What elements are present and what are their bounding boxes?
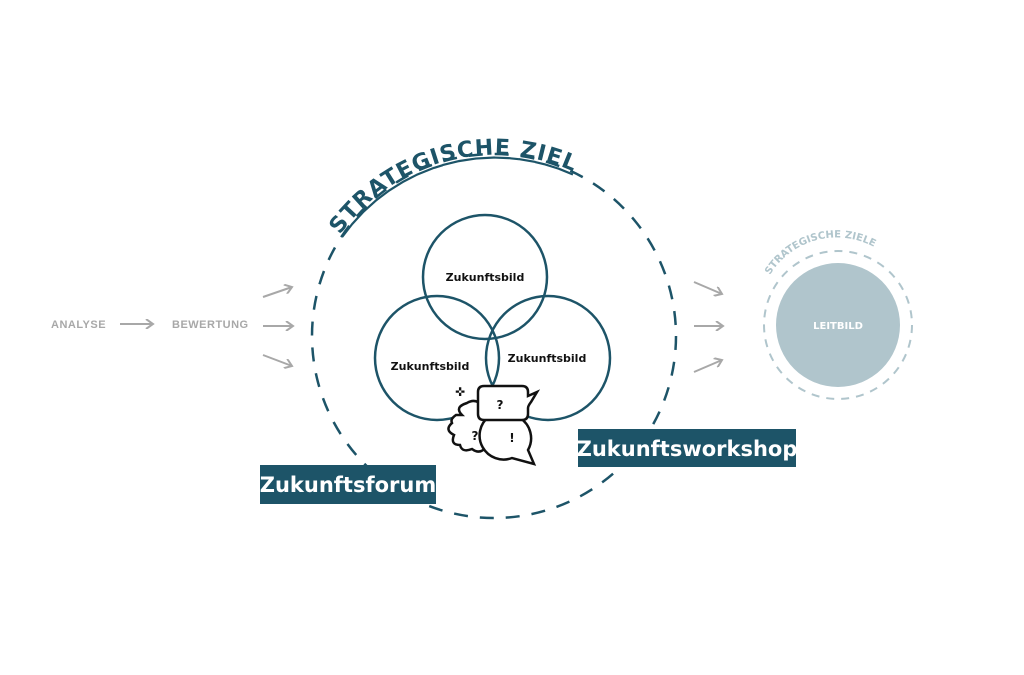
arrow-icon [262, 354, 292, 366]
workshop-label: Zukunftsworkshop [577, 437, 798, 461]
venn-diagram [373, 213, 612, 422]
leitbild-label: LEITBILD [813, 321, 863, 332]
question-mark: ? [497, 398, 504, 412]
analyse-label: ANALYSE [51, 319, 106, 331]
arrows-out [693, 281, 723, 373]
forum-box [260, 465, 436, 504]
workshop-box [578, 429, 796, 467]
venn-top-label: Zukunftsbild [446, 271, 525, 284]
strategic-goals-ring [310, 152, 678, 520]
arrow-icon [262, 287, 292, 298]
venn-right-label: Zukunftsbild [508, 352, 587, 365]
result-ring [763, 250, 913, 400]
arrow-icon [693, 281, 722, 294]
question-mark: ? [472, 429, 479, 443]
strategic-goals-title: STRATEGISCHE ZIELE [0, 0, 581, 239]
exclamation-mark: ! [509, 431, 514, 445]
speech-bubbles-icon [447, 384, 541, 466]
leitbild-circle [776, 263, 900, 387]
forum-label: Zukunftsforum [260, 473, 436, 497]
bewertung-label: BEWERTUNG [172, 319, 249, 331]
venn-left-label: Zukunftsbild [391, 360, 470, 373]
plus-icon: ✜ [455, 385, 465, 399]
arrow-icon [693, 360, 722, 373]
arrows-in [262, 287, 293, 366]
